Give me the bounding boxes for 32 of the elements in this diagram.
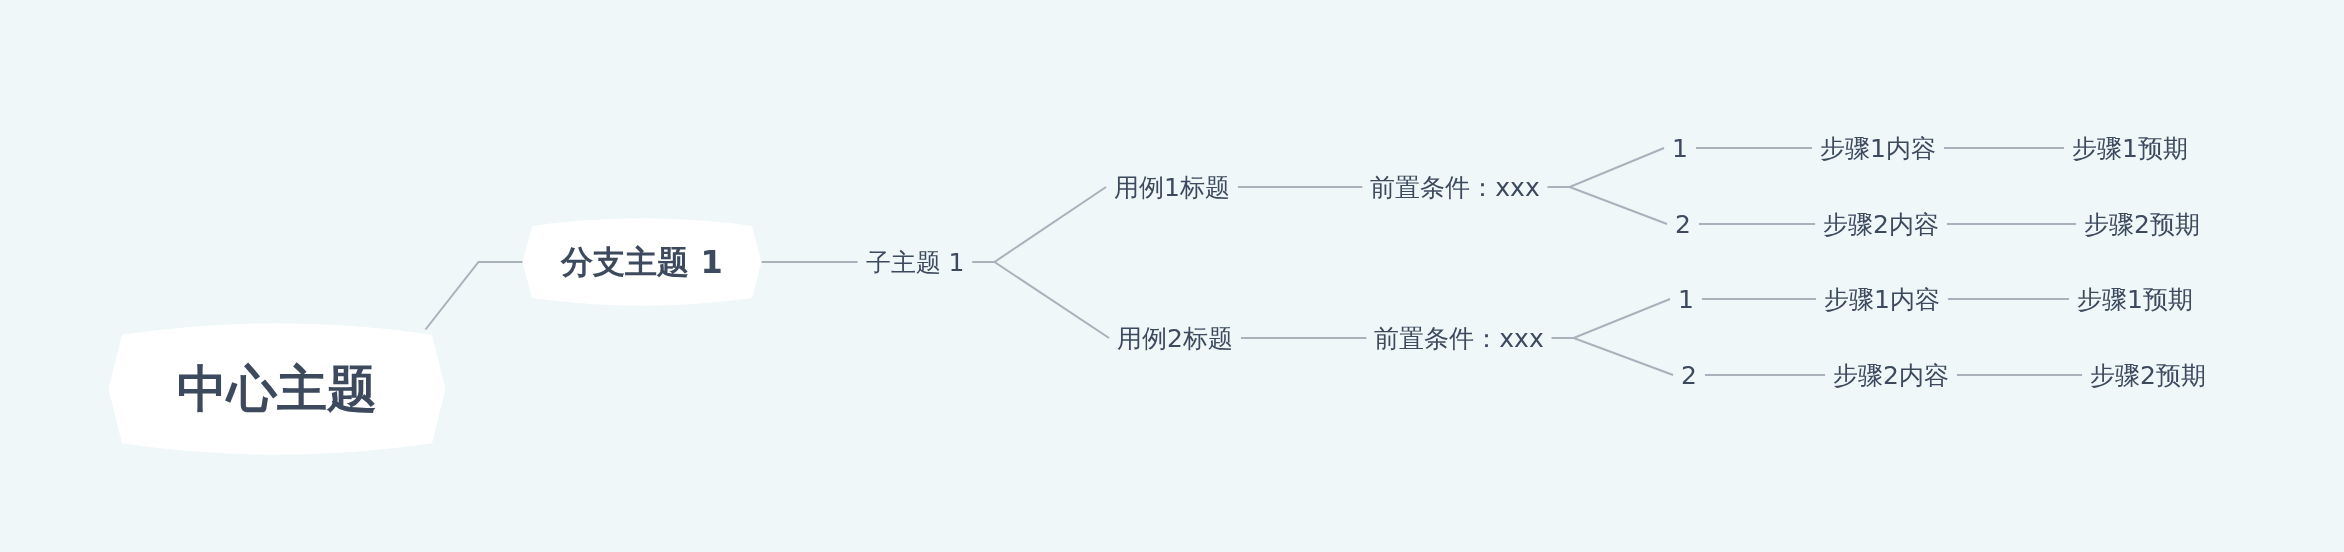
connector-line: [1546, 186, 1669, 225]
connector-line: [1697, 223, 1817, 225]
connector-line: [760, 261, 859, 263]
step-expected-result: 步骤2预期: [2076, 205, 2208, 243]
connector-line: [1703, 374, 1827, 376]
step-expected-result: 步骤1预期: [2064, 129, 2196, 167]
connector-line: [1955, 374, 2084, 376]
step-number: 1: [1670, 282, 1702, 316]
precondition-text: 前置条件：xxx: [1366, 319, 1552, 357]
step-content: 步骤1内容: [1816, 280, 1948, 318]
step-expected-result: 步骤1预期: [2069, 280, 2201, 318]
step-content: 步骤1内容: [1812, 129, 1944, 167]
connector-line: [1550, 337, 1675, 376]
step-number: 1: [1664, 131, 1696, 165]
step-number: 2: [1673, 358, 1705, 392]
connector-line: [1942, 147, 2066, 149]
precondition-text: 前置条件：xxx: [1362, 168, 1548, 206]
connector-line: [1239, 337, 1368, 339]
connector-line: [424, 261, 524, 331]
step-number: 2: [1667, 207, 1699, 241]
case-title: 用例1标题: [1106, 168, 1238, 206]
connector-line: [1694, 147, 1814, 149]
connector-line: [1945, 223, 2078, 225]
subtopic-label: 子主题 1: [857, 243, 973, 281]
step-content: 步骤2内容: [1815, 205, 1947, 243]
connector-line: [971, 261, 1111, 339]
case-title: 用例2标题: [1109, 319, 1241, 357]
connector-line: [1700, 298, 1818, 300]
connector-line: [1946, 298, 2071, 300]
connector-line: [1236, 186, 1364, 188]
step-content: 步骤2内容: [1825, 356, 1957, 394]
step-expected-result: 步骤2预期: [2082, 356, 2214, 394]
